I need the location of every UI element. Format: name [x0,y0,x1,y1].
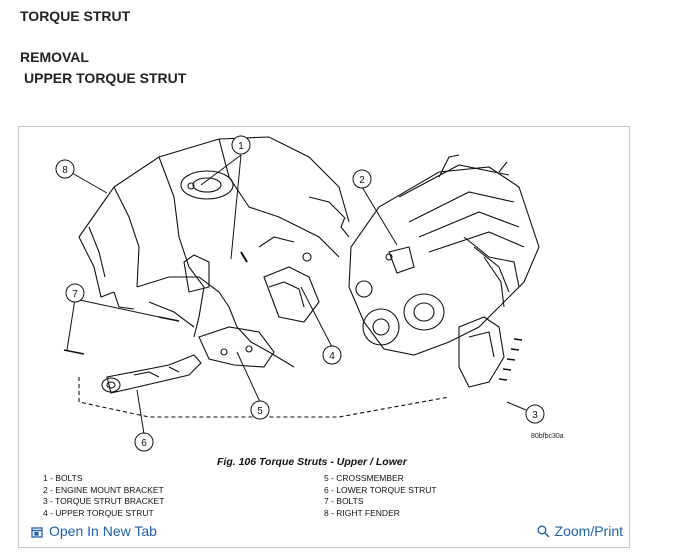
section-heading: REMOVAL [20,49,89,65]
callout-1 [231,135,251,155]
torque-strut-illustration: 1 2 3 4 5 6 7 8 [55,135,545,452]
zoom-print-label: Zoom/Print [554,523,623,539]
legend-item: 7 - BOLTS [324,496,364,506]
callout-6 [134,432,154,452]
callout-2 [352,169,372,189]
legend-item: 5 - CROSSMEMBER [324,473,404,483]
callout-label-7: 7 [72,289,78,300]
callout-label-8: 8 [62,165,68,176]
legend-left: 1 - BOLTS 2 - ENGINE MOUNT BRACKET 3 - T… [43,473,164,519]
new-tab-icon [31,525,43,538]
magnifier-icon [537,525,550,538]
callout-label-2: 2 [359,175,365,186]
callout-label-1: 1 [238,141,244,152]
figure-caption: Fig. 106 Torque Struts - Upper / Lower [217,456,407,468]
bolts-drawing-7 [63,316,180,355]
open-in-new-tab-link[interactable]: Open In New Tab [31,523,157,539]
callout-label-5: 5 [257,406,263,417]
callout-5 [250,400,270,420]
legend-right: 5 - CROSSMEMBER 6 - LOWER TORQUE STRUT 7… [324,473,437,519]
right-fender-drawing [78,136,350,368]
legend-item: 3 - TORQUE STRUT BRACKET [43,496,165,506]
bracket-bolts-drawing [498,338,523,381]
legend-item: 8 - RIGHT FENDER [324,507,400,518]
lower-torque-strut-drawing [101,354,202,394]
open-in-new-tab-label: Open In New Tab [49,523,157,539]
callout-3 [525,404,545,424]
legend-item: 4 - UPPER TORQUE STRUT [43,507,154,518]
dashed-outline [78,377,450,418]
legend-item: 1 - BOLTS [43,473,83,483]
callout-label-4: 4 [329,351,335,362]
callout-label-3: 3 [532,410,538,421]
callouts [55,135,545,452]
zoom-print-link[interactable]: Zoom/Print [537,523,623,539]
figure-code: 80bfbc30a [531,433,564,440]
engine-drawing [340,154,540,388]
callout-label-6: 6 [141,438,147,449]
callout-8 [55,159,75,179]
legend-item: 2 - ENGINE MOUNT BRACKET [43,484,164,495]
page-title: TORQUE STRUT [20,8,131,24]
callout-4 [322,345,342,365]
callout-numbers: 1 2 3 4 5 6 7 8 [62,141,538,449]
subsection-heading: UPPER TORQUE STRUT [24,70,187,86]
callout-7 [65,283,85,303]
legend-item: 6 - LOWER TORQUE STRUT [324,484,437,495]
callout-leaders [64,154,527,435]
figure-frame: 1 2 3 4 5 6 7 8 80bfbc30a Fig. 106 Torqu… [18,126,630,548]
